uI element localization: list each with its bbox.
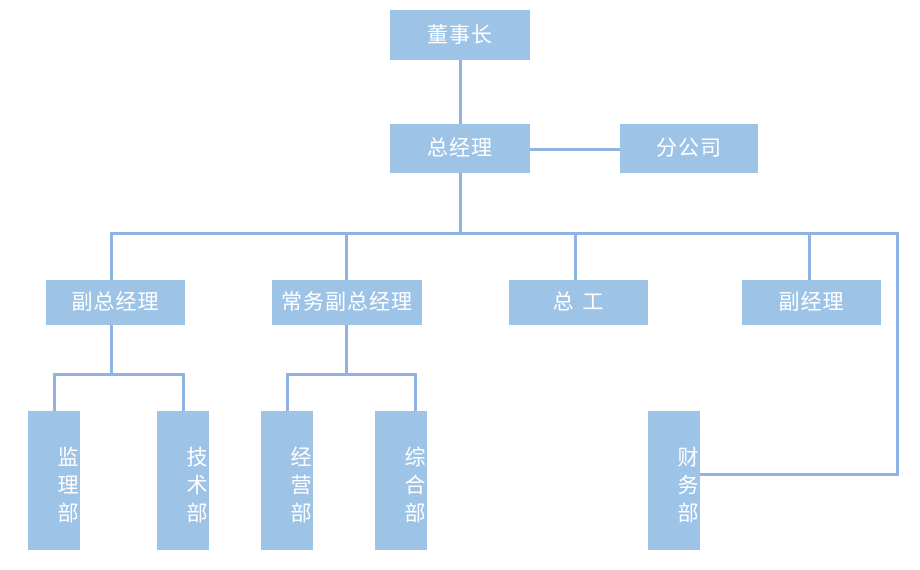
connector-to-supervision-dept	[53, 373, 56, 411]
connector-deputy-general-manager-drop	[110, 325, 113, 375]
connector-executive-deputy-general-manager-bus	[286, 373, 417, 376]
node-supervision-dept[interactable]: 监理部	[28, 411, 80, 550]
node-deputy-manager[interactable]: 副经理	[742, 280, 881, 325]
node-general-affairs-dept[interactable]: 综合部	[375, 411, 427, 550]
connector-to-technology-dept	[182, 373, 185, 411]
connector-chairman-to-general-manager	[459, 60, 462, 125]
node-general-manager[interactable]: 总经理	[390, 124, 530, 173]
node-operations-dept[interactable]: 经营部	[261, 411, 313, 550]
connector-deputy-general-manager-bus	[53, 373, 185, 376]
node-executive-deputy-general-manager[interactable]: 常务副总经理	[272, 280, 422, 325]
connector-right-riser-to-finance-dept	[896, 232, 899, 476]
node-finance-dept[interactable]: 财务部	[648, 411, 700, 550]
connector-general-manager-to-branch-company	[530, 148, 620, 151]
connector-bus-to-executive-deputy-general-manager	[345, 232, 348, 280]
node-deputy-general-manager[interactable]: 副总经理	[46, 280, 185, 325]
connector-bus-to-deputy-general-manager	[110, 232, 113, 280]
connector-to-operations-dept	[286, 373, 289, 411]
node-chief-engineer[interactable]: 总 工	[509, 280, 648, 325]
connector-general-manager-to-bus	[459, 173, 462, 234]
connector-bus-to-chief-engineer	[574, 232, 577, 280]
connector-to-finance-dept-left	[414, 373, 417, 411]
connector-finance-dept-horizontal	[700, 473, 899, 476]
node-branch-company[interactable]: 分公司	[620, 124, 758, 173]
node-technology-dept[interactable]: 技术部	[157, 411, 209, 550]
connector-bus-to-deputy-manager	[808, 232, 811, 280]
connector-executive-deputy-general-manager-drop	[345, 325, 348, 375]
connector-level3-bus	[110, 232, 899, 235]
node-chairman[interactable]: 董事长	[390, 10, 530, 60]
